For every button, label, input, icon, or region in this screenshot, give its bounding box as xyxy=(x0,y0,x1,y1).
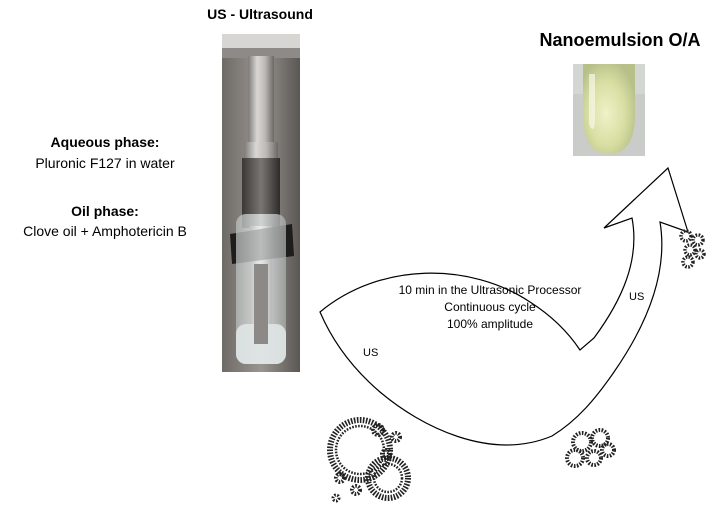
nanodroplet-icon xyxy=(679,229,706,269)
nanoemulsion-title: Nanoemulsion O/A xyxy=(539,30,701,50)
process-duration-text: 10 min in the Ultrasonic Processor xyxy=(398,283,582,297)
oil-phase-label: Oil phase: xyxy=(71,203,139,219)
process-cycle-text: Continuous cycle xyxy=(444,300,536,314)
arrow-label-right: US xyxy=(629,291,645,303)
ultrasound-title: US - Ultrasound xyxy=(207,6,313,22)
small-droplet-icon xyxy=(331,423,402,503)
large-droplet-icon xyxy=(327,417,393,483)
process-conditions: 10 min in the Ultrasonic Processor Conti… xyxy=(370,282,610,333)
aqueous-phase-text: Pluronic F127 in water xyxy=(35,155,175,171)
arrow-label-left: US xyxy=(363,347,379,359)
process-amplitude-text: 100% amplitude xyxy=(446,317,534,331)
oil-phase-text: Clove oil + Amphotericin B xyxy=(23,223,187,239)
medium-droplet-icon xyxy=(565,428,616,468)
ultrasonic-probe-photo xyxy=(222,34,300,372)
aqueous-phase-label: Aqueous phase: xyxy=(50,134,160,150)
nanoemulsion-vial-photo xyxy=(573,64,645,156)
